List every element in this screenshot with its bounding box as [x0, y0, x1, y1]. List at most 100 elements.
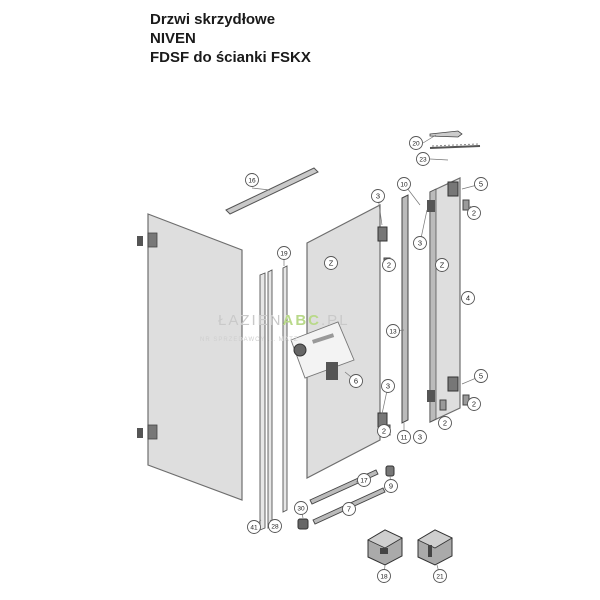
callout-circle [349, 374, 363, 388]
callout-c18: 18 [377, 569, 391, 583]
callout-c11: 11 [397, 430, 411, 444]
callout-circle [381, 379, 395, 393]
callout-label: 2 [387, 261, 391, 270]
callout-circle [384, 479, 398, 493]
vertical-seal-strips [259, 265, 288, 531]
callout-label: 3 [418, 433, 422, 442]
callout-label: 20 [412, 141, 420, 148]
callout-c3d: 3 [413, 430, 427, 444]
callout-c4: 4 [461, 291, 475, 305]
callout-circle [467, 397, 481, 411]
left-panel-hinges [137, 232, 158, 440]
callout-c2d: 2 [438, 416, 452, 430]
wall-screws [429, 130, 481, 149]
callout-label: 2 [382, 427, 386, 436]
callout-circle [467, 206, 481, 220]
callout-label: 17 [360, 478, 368, 485]
bottom-seals [309, 469, 386, 525]
callout-label: 19 [280, 251, 288, 258]
callout-label: 30 [297, 506, 305, 513]
callout-label: 2 [443, 419, 447, 428]
callout-c41: 41 [247, 520, 261, 534]
title-block: Drzwi skrzydłowe NIVEN FDSF do ścianki F… [150, 10, 311, 67]
callout-c23: 23 [416, 152, 430, 166]
callout-label: 9 [389, 482, 393, 491]
callout-label: 3 [418, 239, 422, 248]
callout-c5a: 5 [474, 177, 488, 191]
callout-c7: 7 [342, 502, 356, 516]
callout-c2a: 2 [467, 206, 481, 220]
magnetic-seal-profile [401, 194, 409, 424]
callout-c13: 13 [386, 324, 400, 338]
callout-c3c: 3 [381, 379, 395, 393]
callout-circle [277, 246, 291, 260]
title-line-2: NIVEN [150, 30, 196, 47]
callout-c19: 19 [277, 246, 291, 260]
wall-panel-profile [429, 188, 437, 423]
callout-circle [382, 258, 396, 272]
callout-c5b: 5 [474, 369, 488, 383]
door-handle [290, 321, 355, 380]
title-line-1: Drzwi skrzydłowe [150, 11, 276, 28]
watermark-right: .PL [321, 312, 350, 329]
callout-circle [397, 430, 411, 444]
watermark-sub: NR SPRZEDAWCY ... MATZ [200, 337, 299, 343]
callout-c6: 6 [349, 374, 363, 388]
callout-label: 2 [472, 209, 476, 218]
title-line-3: FDSF do ścianki FSKX [150, 49, 311, 66]
door-hinges [377, 181, 459, 428]
callout-circle [268, 519, 282, 533]
callout-label: 41 [250, 525, 258, 532]
callout-circle [324, 256, 338, 270]
mounting-block-21 [417, 529, 453, 566]
callout-label: 23 [419, 157, 427, 164]
callout-circle [377, 569, 391, 583]
callout-c17: 17 [357, 473, 371, 487]
callout-circle [461, 291, 475, 305]
callout-label: 21 [436, 574, 444, 581]
callout-circle [294, 501, 308, 515]
callout-label: Z [440, 261, 445, 270]
callout-label: 28 [271, 524, 279, 531]
callout-c2b: 2 [382, 258, 396, 272]
callout-circle [413, 236, 427, 250]
callout-label: Z [329, 259, 334, 268]
callout-label: 18 [380, 574, 388, 581]
callout-c3b: 3 [413, 236, 427, 250]
left-glass-panel [147, 213, 243, 501]
callout-label: 5 [479, 180, 483, 189]
callout-c28: 28 [268, 519, 282, 533]
callout-c20: 20 [409, 136, 423, 150]
callout-c21: 21 [433, 569, 447, 583]
callout-circle [413, 430, 427, 444]
callout-label: 2 [472, 400, 476, 409]
callout-cZ1: Z [324, 256, 338, 270]
callout-circle [409, 136, 423, 150]
callout-circle [397, 177, 411, 191]
callout-label: 16 [248, 178, 256, 185]
callout-c2e: 2 [377, 424, 391, 438]
callout-label: 10 [400, 182, 408, 189]
callout-circle [435, 258, 449, 272]
callout-label: 4 [466, 294, 470, 303]
callout-circle [377, 424, 391, 438]
watermark-brand: ABC [282, 312, 322, 329]
callout-label: 6 [354, 377, 358, 386]
callout-circle [357, 473, 371, 487]
callout-c30: 30 [294, 501, 308, 515]
small-parts [297, 465, 395, 530]
callout-circle [386, 324, 400, 338]
mounting-block-18 [367, 529, 403, 566]
callout-circle [416, 152, 430, 166]
callout-circle [371, 189, 385, 203]
callout-c3a: 3 [371, 189, 385, 203]
callout-circle [247, 520, 261, 534]
callout-c16: 16 [245, 173, 259, 187]
callout-label: 13 [389, 329, 397, 336]
callout-circle [342, 502, 356, 516]
watermark-left: ŁAZIEN [218, 312, 283, 329]
callout-label: 7 [347, 505, 351, 514]
callout-c2c: 2 [467, 397, 481, 411]
